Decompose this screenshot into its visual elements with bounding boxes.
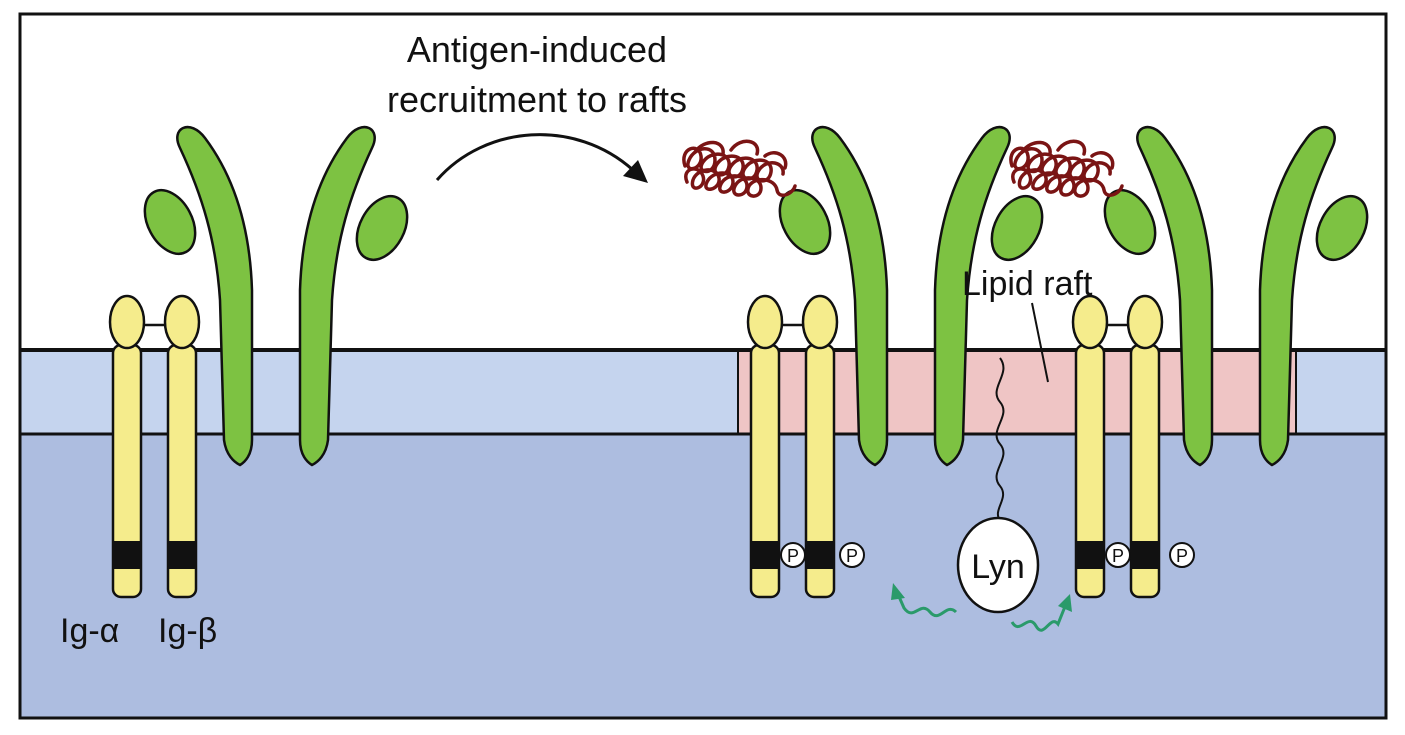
ig-alpha-label: Ig-α xyxy=(60,612,119,650)
title-line-1: Antigen-induced xyxy=(407,29,667,70)
signal-arrow-left xyxy=(891,583,958,618)
lipid-raft-label: Lipid raft xyxy=(962,265,1093,303)
phospho-circle xyxy=(1169,542,1195,568)
phospho-circle xyxy=(780,542,806,568)
phospho-label: P xyxy=(1176,546,1188,566)
phospho-label: P xyxy=(787,546,799,566)
lipid-raft-pointer xyxy=(1031,302,1049,383)
lyn-label: Lyn xyxy=(971,548,1025,586)
cytoplasm-region xyxy=(20,434,1386,718)
phospho-label: P xyxy=(1112,546,1124,566)
ig-beta-label: Ig-β xyxy=(158,612,217,650)
phospho-group-raft-1: P P xyxy=(780,542,865,568)
lyn-lipid-anchor xyxy=(995,357,1005,521)
phospho-circle xyxy=(1105,542,1131,568)
title-line-2: recruitment to rafts xyxy=(387,79,687,120)
phospho-circle xyxy=(839,542,865,568)
recruitment-arrow xyxy=(435,133,648,183)
lyn-kinase xyxy=(956,516,1040,614)
signal-arrow-right xyxy=(1010,594,1072,632)
phospho-group-raft-2: P P xyxy=(1105,542,1195,568)
phospho-label: P xyxy=(846,546,858,566)
figure-frame xyxy=(18,12,1388,720)
